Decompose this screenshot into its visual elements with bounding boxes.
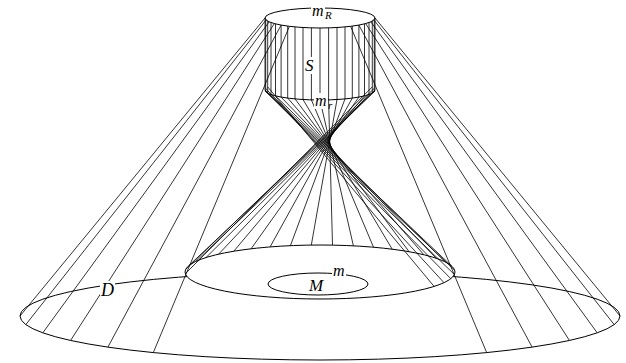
hourglass-ruling bbox=[311, 100, 337, 246]
disk-label: D bbox=[100, 281, 115, 299]
surface-label: S bbox=[304, 57, 315, 74]
cylinder-ruling bbox=[275, 24, 276, 96]
hourglass-ruling bbox=[186, 88, 375, 269]
label-letter: m bbox=[332, 263, 346, 279]
cylinder-ruling bbox=[345, 27, 346, 99]
cone-ruling bbox=[359, 25, 532, 347]
cylinder-ruling bbox=[372, 21, 373, 93]
hourglass-ruling bbox=[206, 93, 372, 258]
inner-circle bbox=[268, 273, 368, 295]
hourglass-ruling bbox=[329, 100, 333, 245]
cylinder-ruling bbox=[271, 23, 272, 95]
cylinder-ruling bbox=[265, 18, 266, 90]
cylinder-ruling bbox=[374, 20, 375, 92]
cone-ruling bbox=[26, 20, 266, 325]
cone-ruling bbox=[366, 24, 570, 341]
cone-ruling bbox=[71, 24, 275, 341]
cone-ruling bbox=[108, 25, 281, 347]
cone-silhouette bbox=[375, 18, 620, 316]
subscript: r bbox=[327, 100, 333, 111]
cylinder-ruling bbox=[287, 26, 288, 98]
cone-ruling bbox=[43, 22, 269, 333]
cylinder-ruling bbox=[281, 25, 282, 97]
disk-outline bbox=[20, 272, 620, 360]
cylinder-ruling bbox=[328, 28, 329, 100]
label-letter: m bbox=[311, 3, 325, 19]
cylinder-ruling bbox=[364, 24, 365, 96]
cylinder-ruling bbox=[358, 25, 359, 97]
hourglass-ruling bbox=[266, 88, 444, 282]
hourglass-ruling bbox=[251, 97, 359, 249]
hourglass-ruling bbox=[268, 87, 434, 287]
hourglass-ruling bbox=[311, 100, 373, 247]
cylinder-ruling bbox=[267, 21, 268, 93]
cylinder-ruling bbox=[337, 28, 338, 100]
cone-ruling bbox=[371, 22, 597, 333]
label-letter: m bbox=[314, 93, 328, 109]
region-label: M bbox=[308, 277, 324, 294]
cone-ruling bbox=[374, 20, 614, 325]
cylinder-ruling bbox=[295, 27, 296, 99]
cylinder-ruling bbox=[320, 28, 321, 100]
hourglass-ruling bbox=[268, 93, 455, 270]
cone-silhouette bbox=[20, 18, 265, 316]
cylinder-ruling bbox=[369, 23, 370, 95]
inner-rim bbox=[185, 245, 455, 299]
cylinder-ruling bbox=[352, 26, 353, 98]
hourglass-ruling bbox=[271, 95, 452, 267]
hourglass-ruling bbox=[320, 100, 353, 246]
subscript: R bbox=[324, 10, 333, 21]
